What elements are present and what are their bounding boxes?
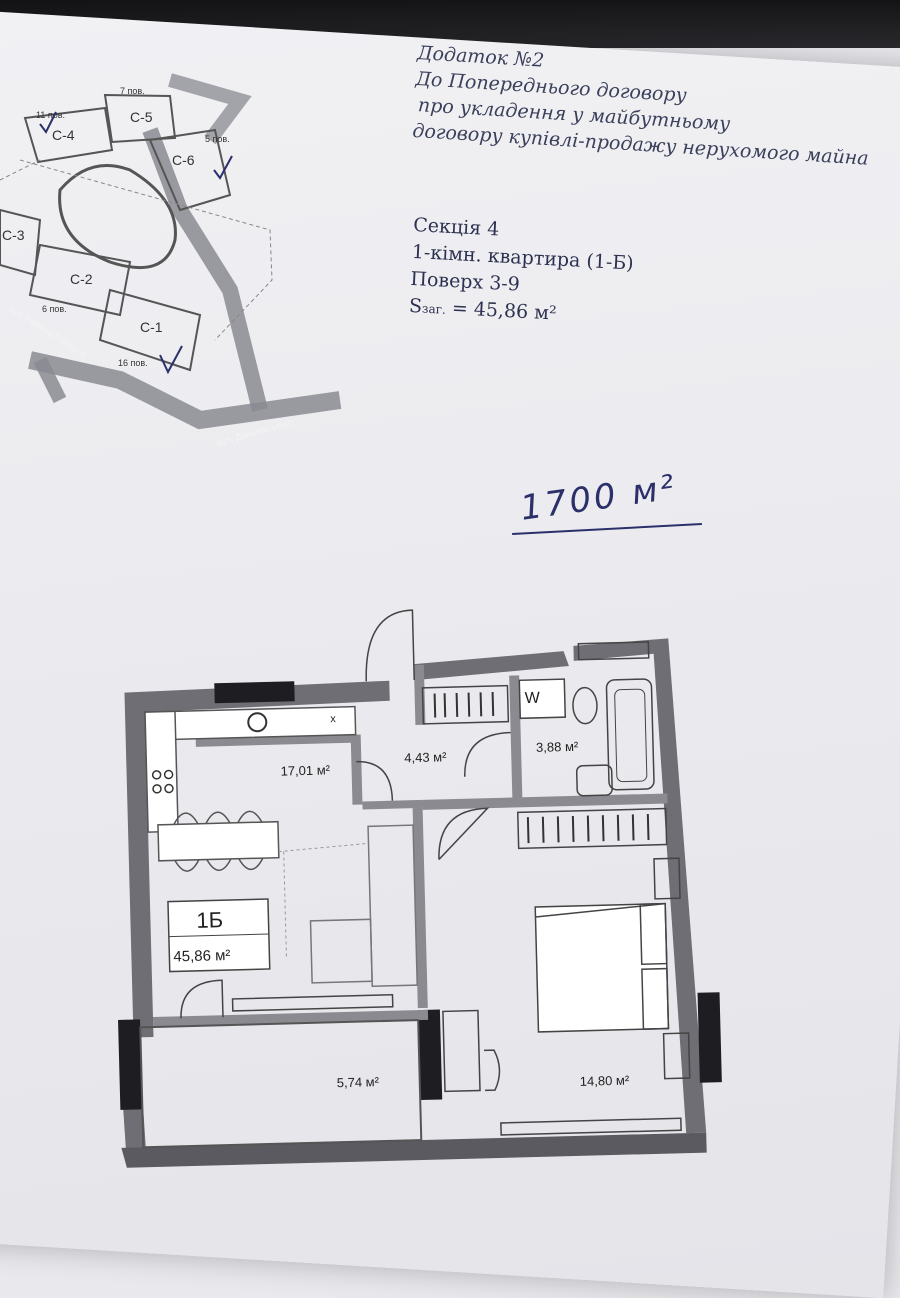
site-plan: С-4 С-5 С-6 С-3 С-2 С-1 11 пов. 7 пов. 5… [0, 73, 342, 448]
site-label-c2: С-2 [70, 271, 93, 287]
area-bedroom: 14,80 м² [580, 1073, 630, 1089]
site-label-c4: С-4 [52, 127, 75, 143]
check-mark-c4 [39, 111, 57, 134]
site-label-c5: С-5 [130, 109, 153, 125]
building-c6 [148, 128, 232, 212]
site-label-c1: С-1 [140, 319, 163, 335]
floors-c6: 5 пов. [205, 134, 230, 144]
check-mark-c1 [159, 345, 183, 375]
area-bathroom: 3,88 м² [536, 739, 579, 755]
unit-area: 45,86 м² [173, 947, 230, 965]
area-balcony: 5,74 м² [337, 1074, 380, 1090]
area-kitchen-living: 17,01 м² [280, 762, 330, 778]
outer-wall [124, 680, 390, 1038]
unit-code: 1Б [196, 907, 223, 933]
building-c1 [98, 288, 202, 372]
counter-x-mark: x [330, 713, 336, 725]
floors-c2: 6 пов. [42, 304, 67, 314]
floors-c4: 11 пов. [36, 110, 65, 120]
check-mark-c6 [213, 155, 233, 180]
building-c2 [28, 243, 132, 317]
floors-c1: 16 пов. [118, 358, 148, 368]
floors-c5: 7 пов. [120, 86, 145, 96]
floor-plan: 1Б 45,86 м² 17,01 м² 4,43 м² 3,88 м² 5,7… [118, 609, 722, 1168]
building-c4 [23, 106, 114, 164]
site-label-c6: С-6 [172, 152, 195, 168]
building-c5 [103, 93, 177, 144]
area-hall: 4,43 м² [404, 749, 447, 765]
wardrobe-label: W [525, 690, 541, 707]
site-label-c3: С-3 [2, 227, 25, 243]
